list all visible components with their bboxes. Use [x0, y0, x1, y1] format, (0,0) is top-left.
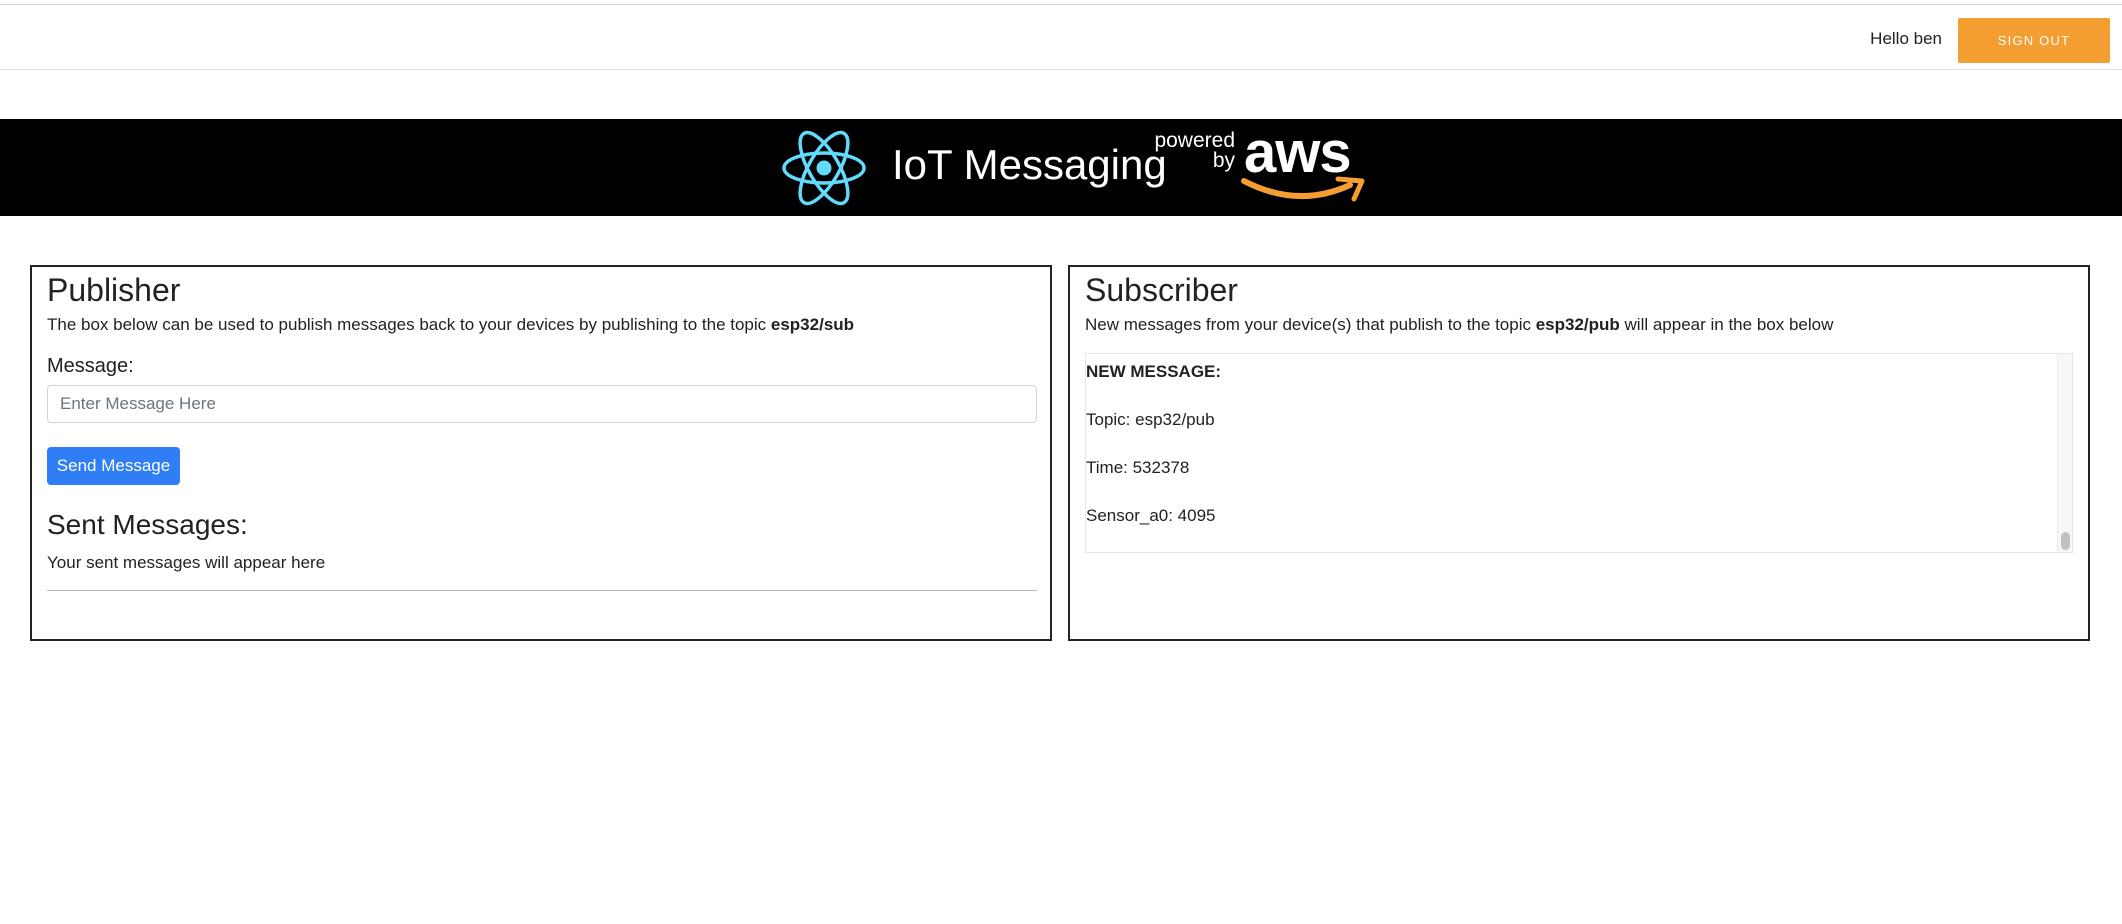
- publisher-panel: Publisher The box below can be used to p…: [30, 265, 1052, 641]
- subscriber-panel: Subscriber New messages from your device…: [1068, 265, 2090, 641]
- app-banner: IoT Messaging powered by aws: [0, 119, 2122, 216]
- publisher-topic: esp32/sub: [770, 315, 855, 334]
- message-topic: Topic: esp32/pub: [1086, 410, 1215, 429]
- sign-out-button[interactable]: SIGN OUT: [1958, 18, 2110, 63]
- publisher-title: Publisher: [47, 272, 181, 308]
- message-sensor: Sensor_a0: 4095: [1086, 506, 1216, 525]
- message-input[interactable]: [47, 385, 1037, 423]
- subscriber-desc-suffix: will appear in the box below: [1619, 315, 1834, 334]
- aws-smile-icon: [1241, 176, 1365, 202]
- app-title: IoT Messaging: [892, 141, 1167, 188]
- subscriber-topic: esp32/pub: [1535, 315, 1620, 334]
- subscriber-desc-prefix: New messages from your device(s) that pu…: [1085, 315, 1536, 334]
- user-greeting: Hello ben: [1870, 29, 1942, 48]
- subscriber-title: Subscriber: [1085, 272, 1238, 308]
- powered-text: powered: [1154, 129, 1235, 152]
- powered-by-label: powered by: [1150, 129, 1235, 172]
- message-label: Message:: [47, 355, 134, 377]
- sent-messages-title: Sent Messages:: [47, 509, 248, 540]
- send-message-button[interactable]: Send Message: [47, 447, 180, 485]
- aws-logo: aws: [1244, 120, 1352, 185]
- by-text: by: [1212, 149, 1235, 172]
- messages-scrollbar[interactable]: [2057, 354, 2072, 552]
- react-logo-icon: [782, 130, 866, 206]
- subscriber-description: New messages from your device(s) that pu…: [1085, 315, 1833, 335]
- sent-messages-empty-text: Your sent messages will appear here: [47, 553, 326, 572]
- message-time: Time: 532378: [1086, 458, 1190, 477]
- top-navbar: Hello ben SIGN OUT: [0, 4, 2122, 70]
- publisher-description: The box below can be used to publish mes…: [47, 315, 854, 335]
- scrollbar-thumb[interactable]: [2061, 532, 2070, 550]
- incoming-messages-box[interactable]: NEW MESSAGE: Topic: esp32/pub Time: 5323…: [1085, 353, 2073, 553]
- divider: [47, 590, 1037, 591]
- publisher-desc-text: The box below can be used to publish mes…: [47, 315, 771, 334]
- message-header: NEW MESSAGE:: [1086, 362, 1222, 381]
